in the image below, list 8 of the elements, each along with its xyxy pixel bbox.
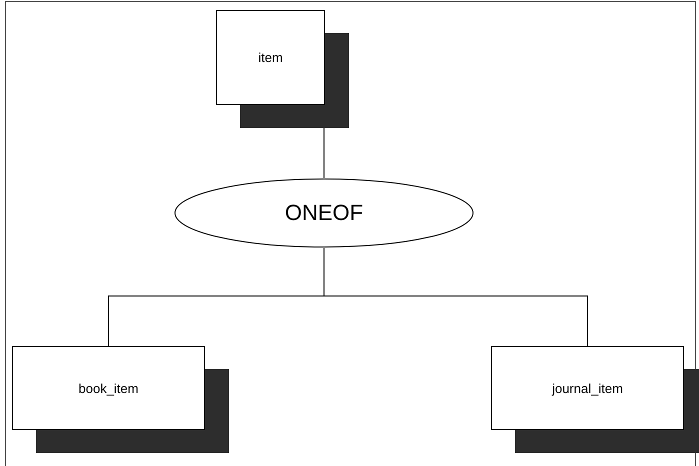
entity-box xyxy=(216,10,325,105)
node-label: book_item xyxy=(78,380,138,396)
node-label: item xyxy=(258,50,283,65)
entity-box xyxy=(491,346,684,430)
entity-box xyxy=(12,346,205,430)
node-label: journal_item xyxy=(552,380,623,396)
ellipse-node xyxy=(174,178,474,248)
node-label: ONEOF xyxy=(284,200,364,226)
